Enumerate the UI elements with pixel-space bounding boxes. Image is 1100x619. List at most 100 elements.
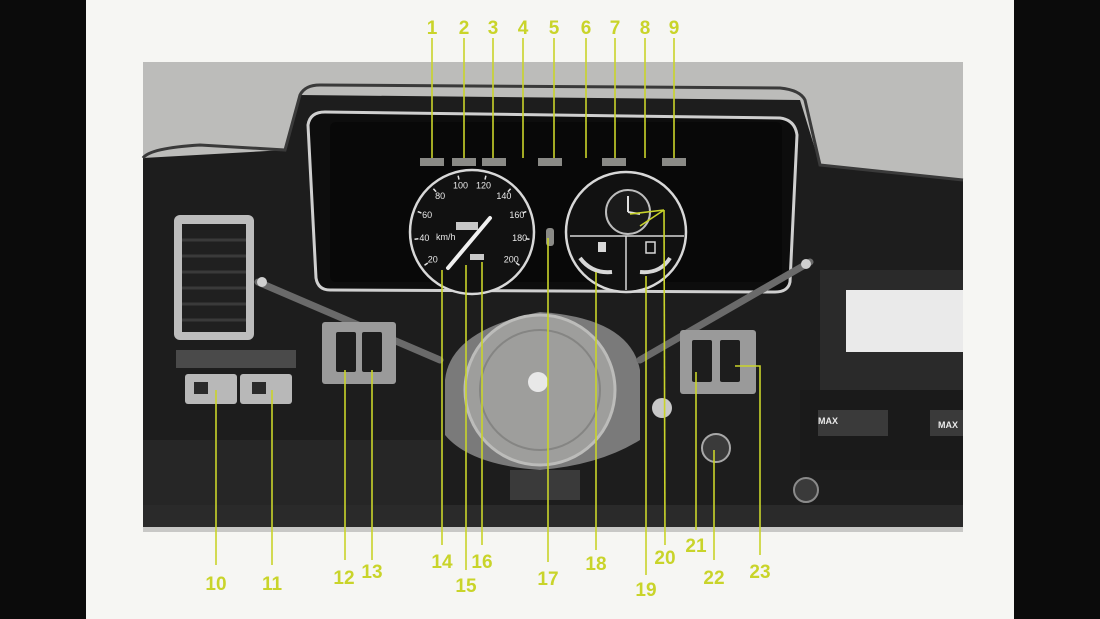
rear-window-heater-switch[interactable] [185,374,237,404]
callout-15: 15 [455,576,477,597]
speedometer-tick-label: 140 [496,191,511,201]
callout-11: 11 [262,574,283,595]
speedometer-tick-mark [424,262,429,266]
radio [846,290,963,352]
speedometer-tick-mark [525,238,530,241]
speedometer-tick-mark [432,188,437,193]
callout-22: 22 [703,568,724,589]
callout-13: 13 [361,562,382,583]
speedometer-tick-label: 60 [422,210,432,220]
speedometer-bezel [408,168,536,296]
centre-right-switches [680,330,756,394]
switch-housing-21-22 [680,330,756,394]
callout-19: 19 [635,580,656,601]
switch-housing-12-13 [322,322,396,384]
coolant-temp-icon [598,242,606,252]
callout-1: 1 [427,18,438,39]
switch-panel-strip [176,350,296,368]
callout-7: 7 [610,18,621,39]
light-stalk-tip [257,277,267,287]
warning-light-7 [602,158,626,166]
speedometer-needle [446,216,492,270]
centre-left-switches [322,322,396,384]
callout-23: 23 [749,562,770,583]
callout-6: 6 [581,18,592,39]
warning-light-1 [420,158,444,166]
callout-10: 10 [205,574,226,595]
fuel-scale [639,256,672,275]
air-vent [174,215,254,340]
callout-8: 8 [640,18,651,39]
speedometer-tick-label: 200 [504,255,519,265]
choke-knob[interactable] [701,433,731,463]
wiper-stalk-tip [801,259,811,269]
callout-18: 18 [585,554,606,575]
switch-12[interactable] [336,332,356,372]
trip-counter [470,254,484,260]
leader-lines [215,38,761,575]
speedometer-tick-label: 20 [428,255,438,265]
lower-trim [143,505,963,527]
odometer [456,222,478,230]
speedometer-tick-label: 180 [512,233,527,243]
callout-21: 21 [685,536,707,557]
steering-wheel [445,312,640,500]
left-letterbox-bar [0,0,86,619]
callout-17: 17 [537,569,558,590]
callout-3: 3 [488,18,499,39]
speedometer-unit: km/h [436,232,456,242]
callout-12: 12 [333,568,354,589]
console-knob[interactable] [793,477,819,503]
heater-max-left: MAX [818,416,838,426]
speedometer-tick-mark [515,262,520,266]
callout-20: 20 [654,548,675,569]
speedometer-tick-label: 40 [419,233,429,243]
speedometer-tick-mark [457,175,460,180]
warning-light-3 [482,158,506,166]
speedometer-tick-mark [522,210,527,214]
dashboard-top-edge [141,83,964,182]
steering-shaft-nut [528,372,548,392]
hub-ring [479,329,601,451]
lower-left-shelf [143,440,443,505]
switch-11-icon [252,382,266,394]
speedometer-tick-label: 160 [509,210,524,220]
callout-14: 14 [431,552,453,573]
switch-22[interactable] [720,340,740,382]
callout-5: 5 [549,18,560,39]
coolant-temp-scale [578,256,613,275]
air-vent-grille [182,224,246,332]
centre-console: MAX MAX [793,270,963,503]
wiper-stalk[interactable] [636,258,814,364]
callout-labels: 1 2 3 4 5 6 7 8 9 10 11 12 13 14 15 16 1… [205,18,770,601]
ignition-lock[interactable] [652,398,672,418]
switch-10-icon [194,382,208,394]
heater-max-right: MAX [938,420,958,430]
callout-9: 9 [669,18,680,39]
combination-gauge [564,170,688,294]
switch-13[interactable] [362,332,382,372]
speedometer-tick-mark [484,175,487,180]
speedometer-tick-label: 120 [476,180,491,190]
warning-light-9 [662,158,686,166]
fuel-pump-icon [645,241,656,254]
callout-2: 2 [459,18,470,39]
warning-lights-row [420,158,686,166]
instrument-cluster-face [330,122,782,282]
speedometer-tick-mark [507,188,512,193]
speedometer-tick-mark [414,238,419,241]
heater-slider-right[interactable] [930,410,963,436]
heater-slider-left[interactable] [818,410,888,436]
warning-light-5 [538,158,562,166]
light-switch-stalk[interactable] [254,278,444,364]
callout-16: 16 [471,552,492,573]
lower-left-switches [176,350,296,404]
switch-21[interactable] [692,340,712,382]
right-letterbox-bar [1014,0,1100,619]
speedometer-tick-label: 100 [453,180,468,190]
warning-light-2 [452,158,476,166]
